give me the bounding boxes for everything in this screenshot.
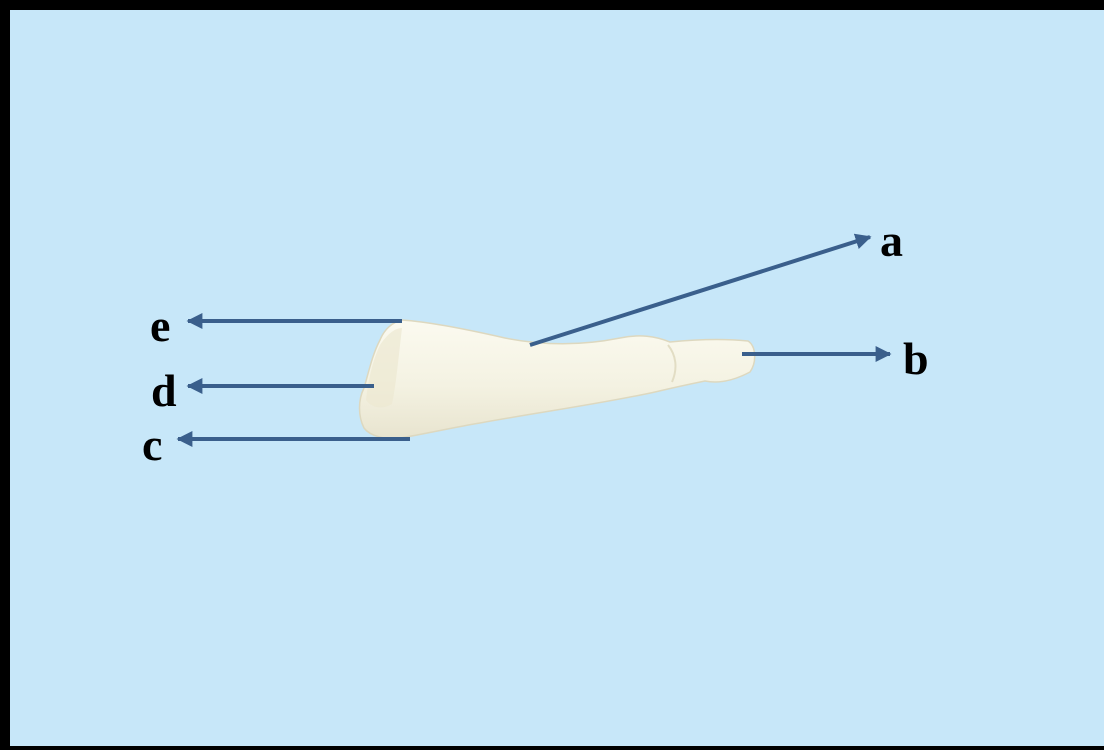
label-b: b — [903, 336, 929, 382]
leader-line-a — [530, 237, 870, 345]
label-a: a — [880, 218, 903, 264]
label-e: e — [150, 303, 170, 349]
label-c: c — [142, 422, 162, 468]
label-d: d — [151, 368, 177, 414]
